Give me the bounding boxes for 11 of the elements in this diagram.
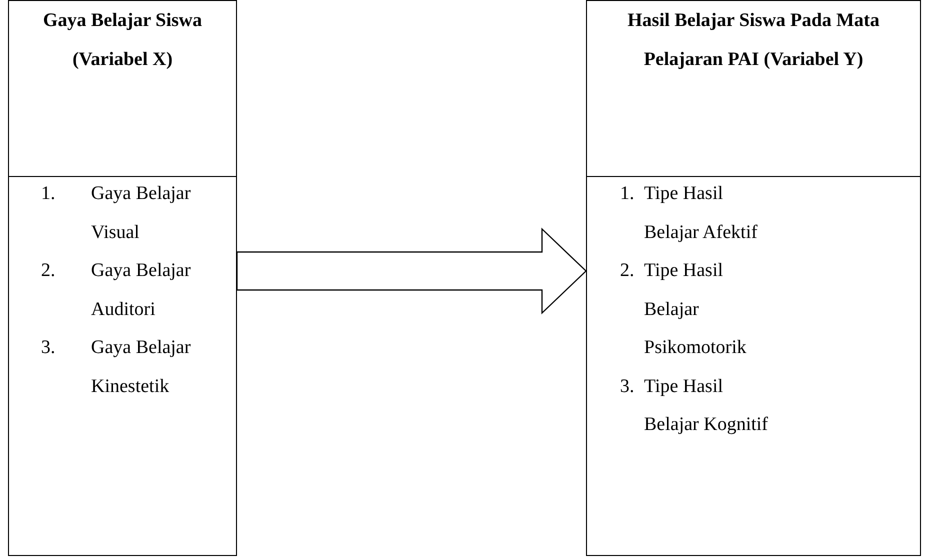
list-item: 1. Gaya Belajar Visual: [41, 182, 192, 244]
list-item: 2. Gaya Belajar Auditori: [41, 259, 192, 322]
table-box: [586, 0, 921, 556]
list-item: 3. Gaya Belajar Kinestetik: [41, 336, 192, 398]
list-item: 3. Tipe Hasil Belajar Kognitif: [620, 374, 769, 437]
header-text: Gaya Belajar Siswa (Variabel X): [42, 9, 204, 72]
block-arrow: [236, 228, 587, 314]
header-text: Hasil Belajar Siswa Pada Mata Pelajaran PAI (Variabel Y): [626, 9, 880, 72]
list-item: 1. Tipe Hasil Belajar Afektif: [620, 182, 758, 244]
table-box: [8, 0, 237, 556]
list-item: 2. Tipe Hasil Belajar Psikomotorik: [620, 259, 748, 360]
